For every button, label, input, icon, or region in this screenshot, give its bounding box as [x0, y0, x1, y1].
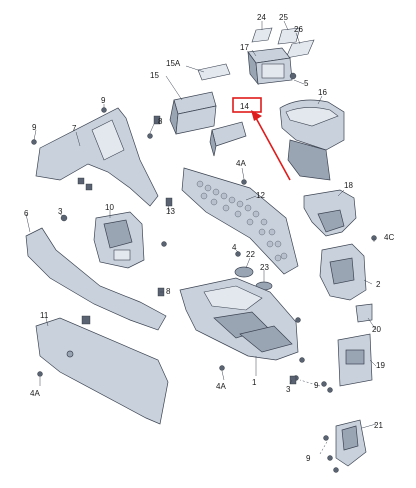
callout-4a-mid: 4A	[236, 159, 246, 168]
part-15-tray	[169, 91, 217, 135]
callout-8-mid: 8	[166, 287, 171, 296]
part-21-rear-cover	[335, 419, 367, 467]
callout-19: 19	[376, 361, 385, 370]
callout-25: 25	[279, 13, 288, 22]
callout-8-top: 8	[158, 117, 163, 126]
part-26-pad	[285, 39, 315, 59]
callout-3-lower: 3	[286, 385, 291, 394]
mesh-pattern	[196, 180, 288, 262]
callout-18: 18	[344, 181, 353, 190]
part-1-center-console	[179, 277, 299, 361]
part-14-cover	[209, 121, 247, 157]
part-19-rear-vent	[337, 333, 373, 387]
callout-17: 17	[240, 43, 249, 52]
part-20-clip	[355, 303, 373, 323]
part-16-armrest	[279, 99, 345, 181]
callout-9-left: 9	[32, 123, 37, 132]
callout-5: 5	[304, 79, 309, 88]
callout-11: 11	[40, 311, 49, 320]
part-12-mesh-liner	[181, 167, 299, 275]
fasteners	[31, 107, 377, 473]
part-22-gear	[234, 266, 254, 278]
part-7-trim-panel	[35, 107, 159, 207]
part-6-side-rail	[25, 227, 167, 331]
part-24-pad	[251, 27, 273, 43]
callout-14: 14	[240, 102, 249, 111]
highlight-14	[232, 97, 291, 181]
callout-2: 2	[376, 280, 381, 289]
part-25-pad	[277, 27, 301, 45]
callout-labels: 24 25 17 26 15A 15 5 16 14 9 9 7 8 4A 12…	[24, 13, 394, 463]
callout-7: 7	[72, 124, 77, 133]
callout-16: 16	[318, 88, 327, 97]
callout-1: 1	[252, 378, 257, 387]
callout-24: 24	[257, 13, 266, 22]
callout-21: 21	[374, 421, 383, 430]
callout-20: 20	[372, 325, 381, 334]
callout-13: 13	[166, 207, 175, 216]
part-15a-mat	[197, 63, 231, 81]
callout-26: 26	[294, 25, 303, 34]
callout-12: 12	[256, 191, 265, 200]
callout-9-bottom: 9	[306, 454, 311, 463]
leader-lines	[25, 20, 377, 455]
part-11-side-panel	[35, 317, 169, 425]
callout-15: 15	[150, 71, 159, 80]
screw-5	[289, 72, 297, 80]
callout-9-top: 9	[101, 96, 106, 105]
callout-10: 10	[105, 203, 114, 212]
callout-6: 6	[24, 209, 29, 218]
part-2-bracket	[319, 243, 367, 301]
part-18-bracket	[303, 189, 357, 237]
callout-4a-lower-left: 4A	[30, 389, 40, 398]
callout-4: 4	[232, 243, 237, 252]
callout-9-right: 9	[314, 381, 319, 390]
callout-23: 23	[260, 263, 269, 272]
callout-22: 22	[246, 250, 255, 259]
callout-4a-lower-mid: 4A	[216, 382, 226, 391]
part-17-storage-box	[247, 47, 293, 86]
callout-3: 3	[58, 207, 63, 216]
callout-4c: 4C	[384, 233, 394, 242]
callout-15a: 15A	[166, 59, 181, 68]
part-10-mechanism	[93, 211, 145, 269]
